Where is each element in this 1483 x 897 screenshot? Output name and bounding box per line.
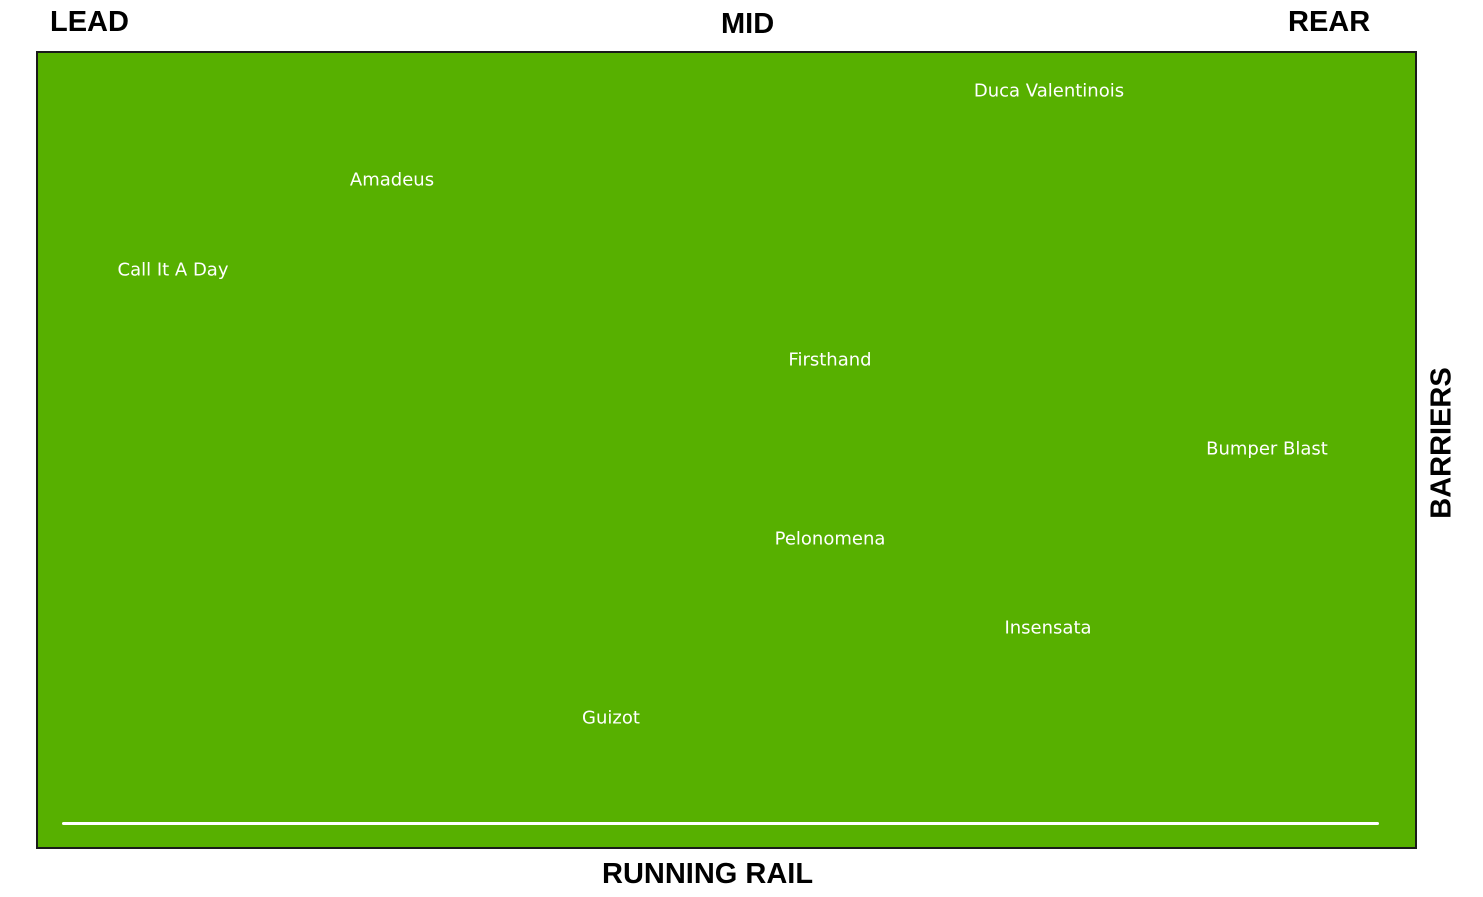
horse-label: Amadeus — [349, 169, 435, 191]
horse-label: Pelonomena — [774, 528, 886, 550]
horse-label: Insensata — [1004, 617, 1092, 639]
running-rail-line — [62, 822, 1379, 825]
barriers-label: BARRIERS — [1425, 367, 1458, 519]
running-rail-label: RUNNING RAIL — [602, 858, 814, 890]
horse-label: Duca Valentinois — [973, 80, 1125, 102]
lead-label: LEAD — [50, 6, 129, 38]
field-background: Duca Valentinois Amadeus Call It A Day F… — [38, 53, 1415, 847]
mid-label: MID — [721, 8, 775, 40]
horse-label: Firsthand — [788, 349, 872, 371]
rear-label: REAR — [1288, 6, 1371, 38]
race-field: Duca Valentinois Amadeus Call It A Day F… — [36, 51, 1417, 849]
horse-label: Bumper Blast — [1206, 438, 1328, 460]
horse-label: Call It A Day — [117, 259, 229, 281]
horse-label: Guizot — [582, 707, 640, 729]
